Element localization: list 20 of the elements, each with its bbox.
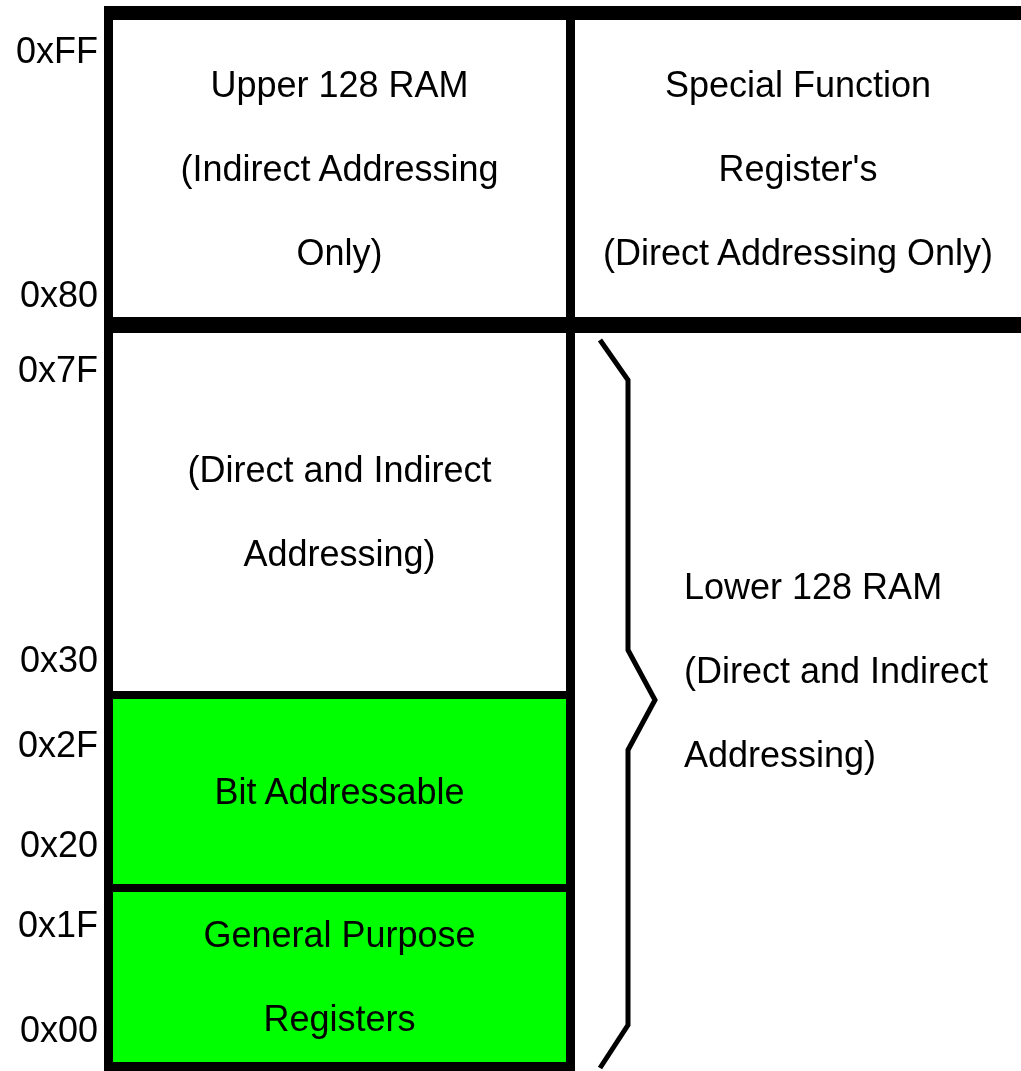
address-label: 0x80 xyxy=(18,273,98,317)
region-label: (Direct and Indirect Addressing) xyxy=(684,649,990,777)
address-label: 0x30 xyxy=(18,638,98,682)
address-label: 0xFF xyxy=(15,29,98,73)
address-label: 0x2F xyxy=(16,723,98,767)
region-label: (Direct Addressing Only) xyxy=(602,230,994,275)
memory-region xyxy=(104,888,575,1071)
address-label: 0x1F xyxy=(16,903,98,947)
memory-region xyxy=(104,6,575,325)
region-label: General Purpose Registers xyxy=(202,913,477,1041)
address-label: 0x20 xyxy=(18,823,98,867)
region-label: (Direct and Indirect Addressing) xyxy=(186,448,493,576)
address-label: 0x00 xyxy=(18,1008,98,1052)
region-label: Special Function Register's xyxy=(663,62,933,191)
region-label: Lower 128 RAM xyxy=(684,565,944,609)
region-label: (Indirect Addressing Only) xyxy=(179,146,500,275)
region-label: Upper 128 RAM xyxy=(210,62,469,107)
address-label: 0x7F xyxy=(16,348,98,392)
region-label: Bit Addressable xyxy=(214,769,465,814)
memory-region xyxy=(575,6,1021,333)
